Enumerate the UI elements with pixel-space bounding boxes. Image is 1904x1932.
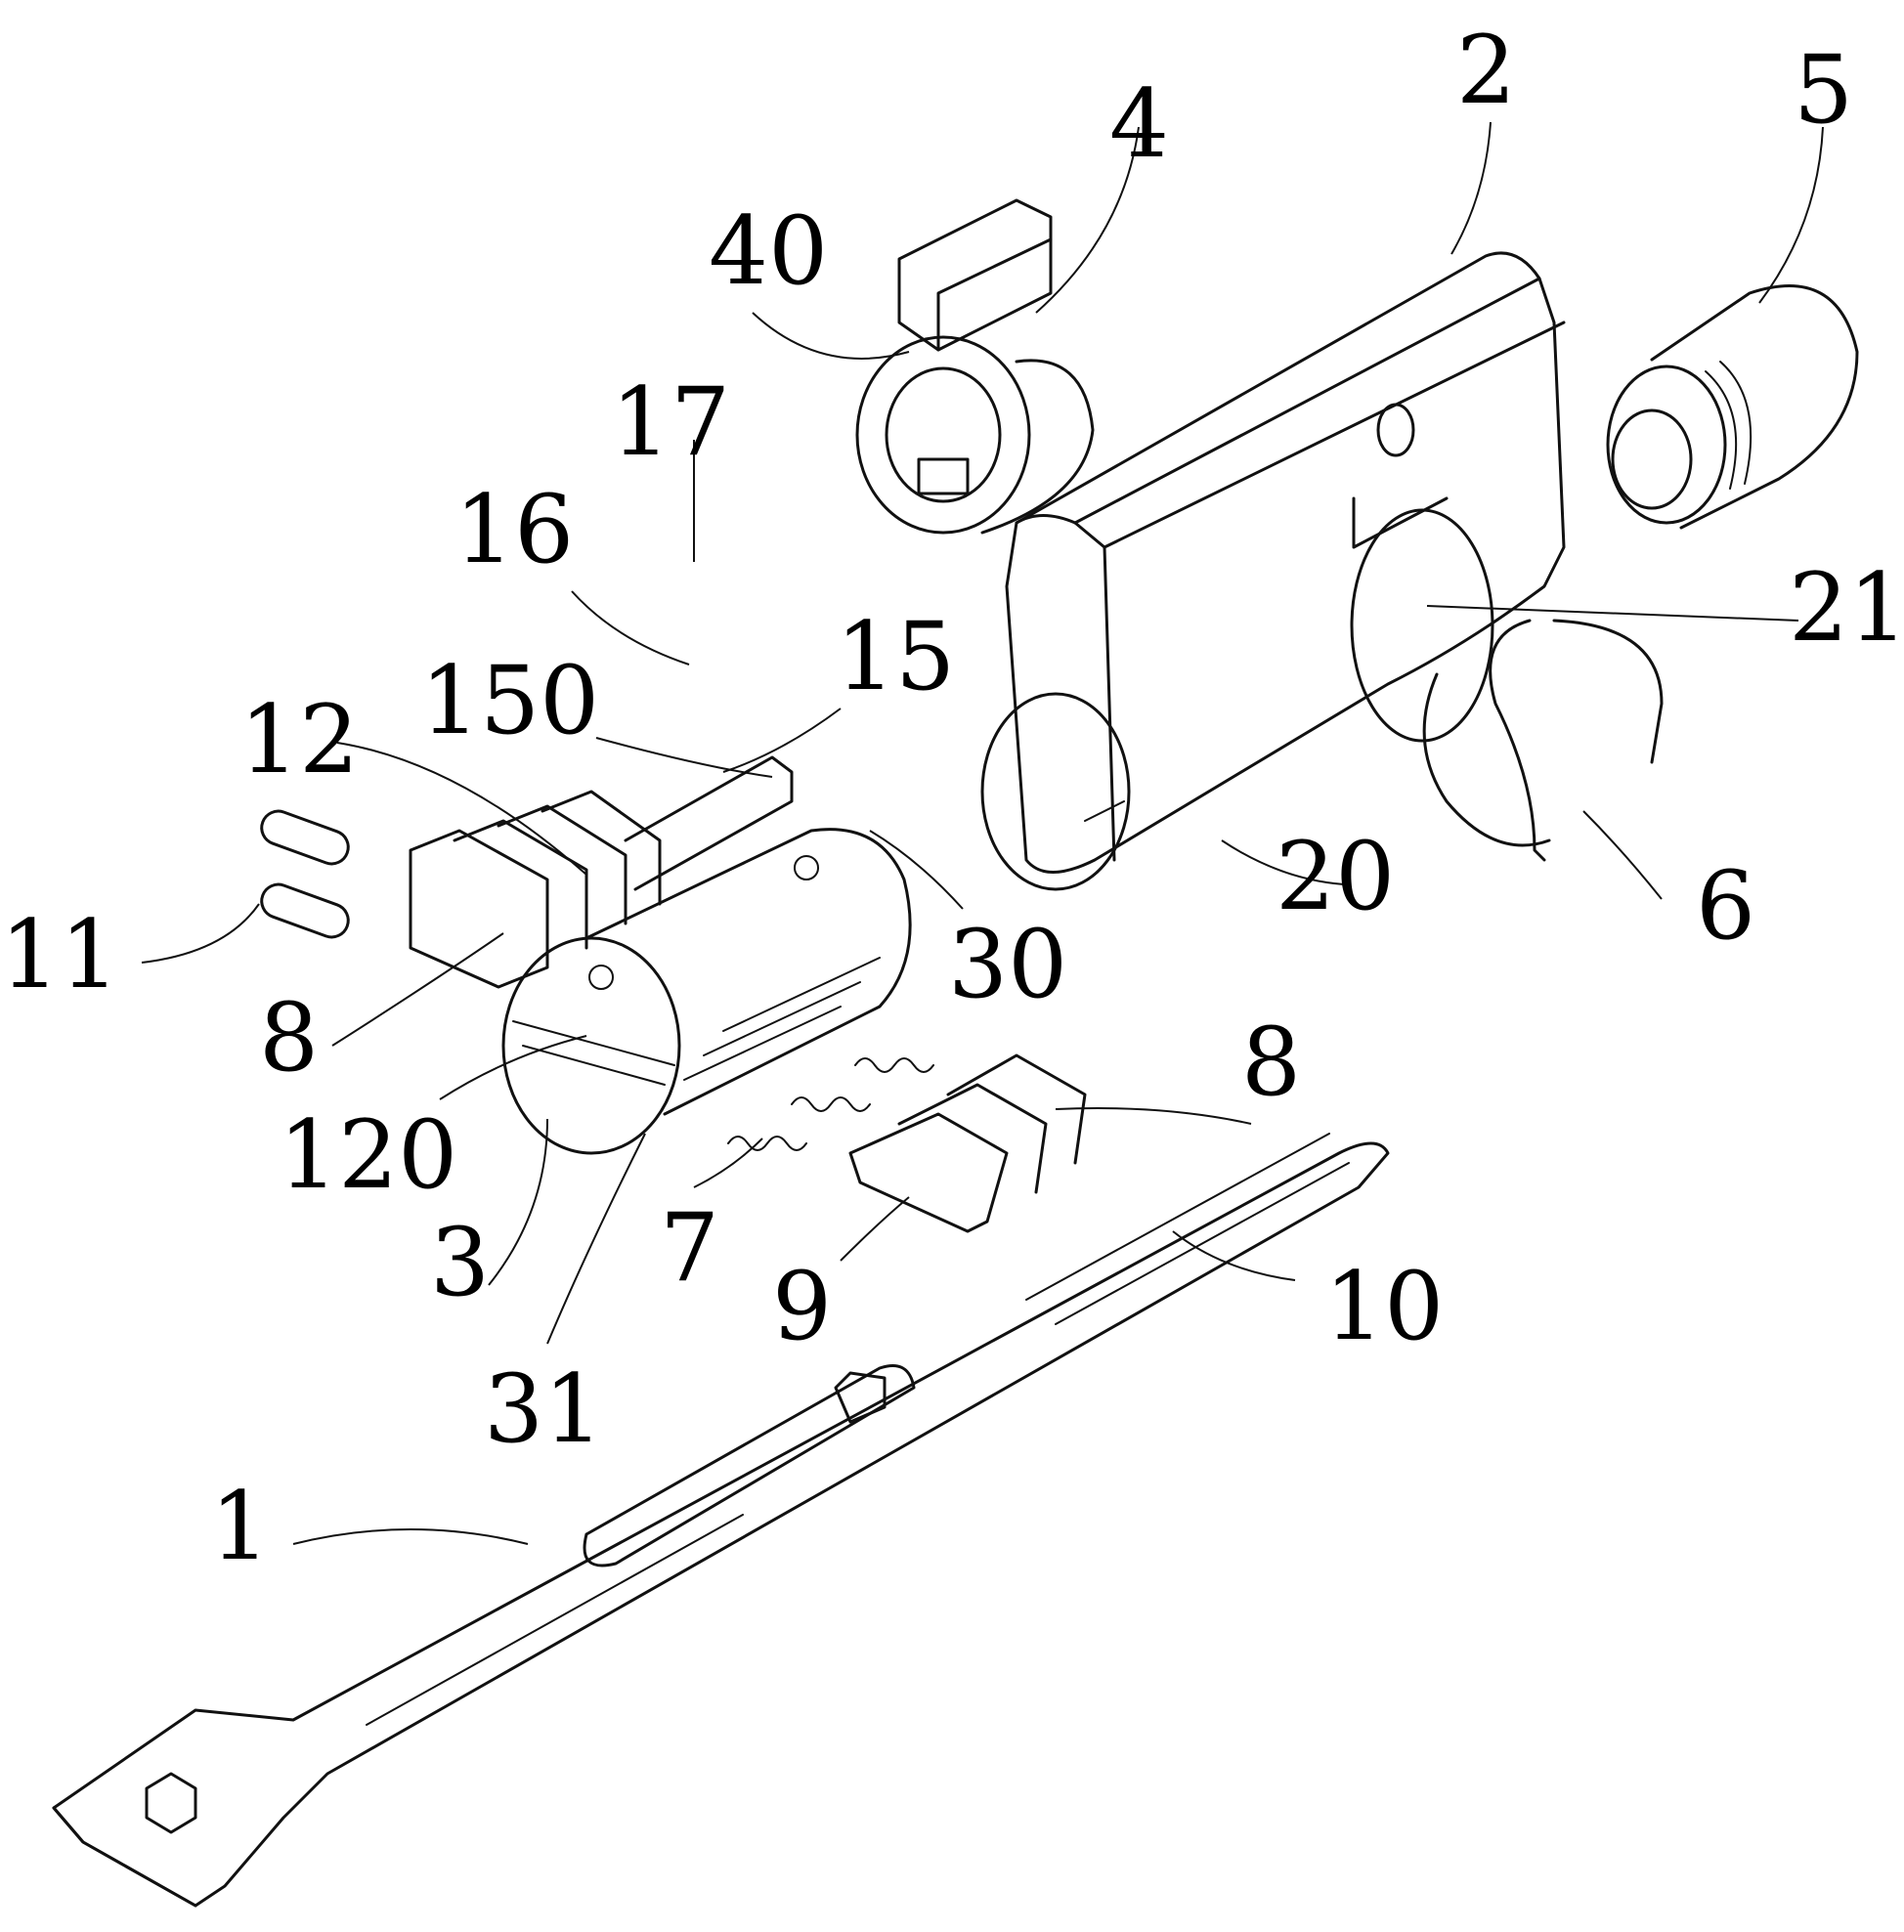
reference-numerals: 2 5 4 40 17 16 15 150 12 21 20 6 30 11 8…: [0, 16, 1904, 1581]
label-8-left: 8: [259, 983, 319, 1093]
end-plug: [1608, 286, 1857, 529]
label-20: 20: [1276, 822, 1395, 931]
lock-body: [982, 253, 1564, 889]
label-31: 31: [484, 1354, 603, 1464]
label-10: 10: [1324, 1252, 1444, 1361]
label-120: 120: [279, 1100, 457, 1210]
label-21: 21: [1789, 553, 1904, 663]
label-30: 30: [948, 910, 1067, 1019]
label-16: 16: [454, 475, 574, 584]
label-150: 150: [420, 646, 599, 755]
label-7: 7: [660, 1193, 719, 1303]
label-15: 15: [836, 602, 955, 711]
lower-wafers: [850, 1055, 1085, 1231]
plug-cylinder: [503, 830, 910, 1153]
end-collar: [857, 200, 1093, 533]
label-3: 3: [430, 1208, 490, 1317]
leader-lines: [142, 122, 1823, 1544]
retaining-clips: [1424, 621, 1662, 860]
springs: [728, 1058, 933, 1150]
label-11: 11: [0, 900, 119, 1009]
label-4: 4: [1109, 69, 1169, 179]
label-8-right: 8: [1241, 1008, 1301, 1117]
label-12: 12: [239, 685, 359, 794]
label-5: 5: [1794, 35, 1853, 145]
label-2: 2: [1456, 16, 1516, 125]
guide-pins: [257, 806, 353, 941]
label-9: 9: [772, 1252, 832, 1361]
label-6: 6: [1696, 851, 1755, 961]
label-40: 40: [709, 196, 828, 306]
upper-wafers: [411, 757, 792, 987]
label-17: 17: [611, 367, 730, 477]
label-1: 1: [210, 1472, 270, 1581]
